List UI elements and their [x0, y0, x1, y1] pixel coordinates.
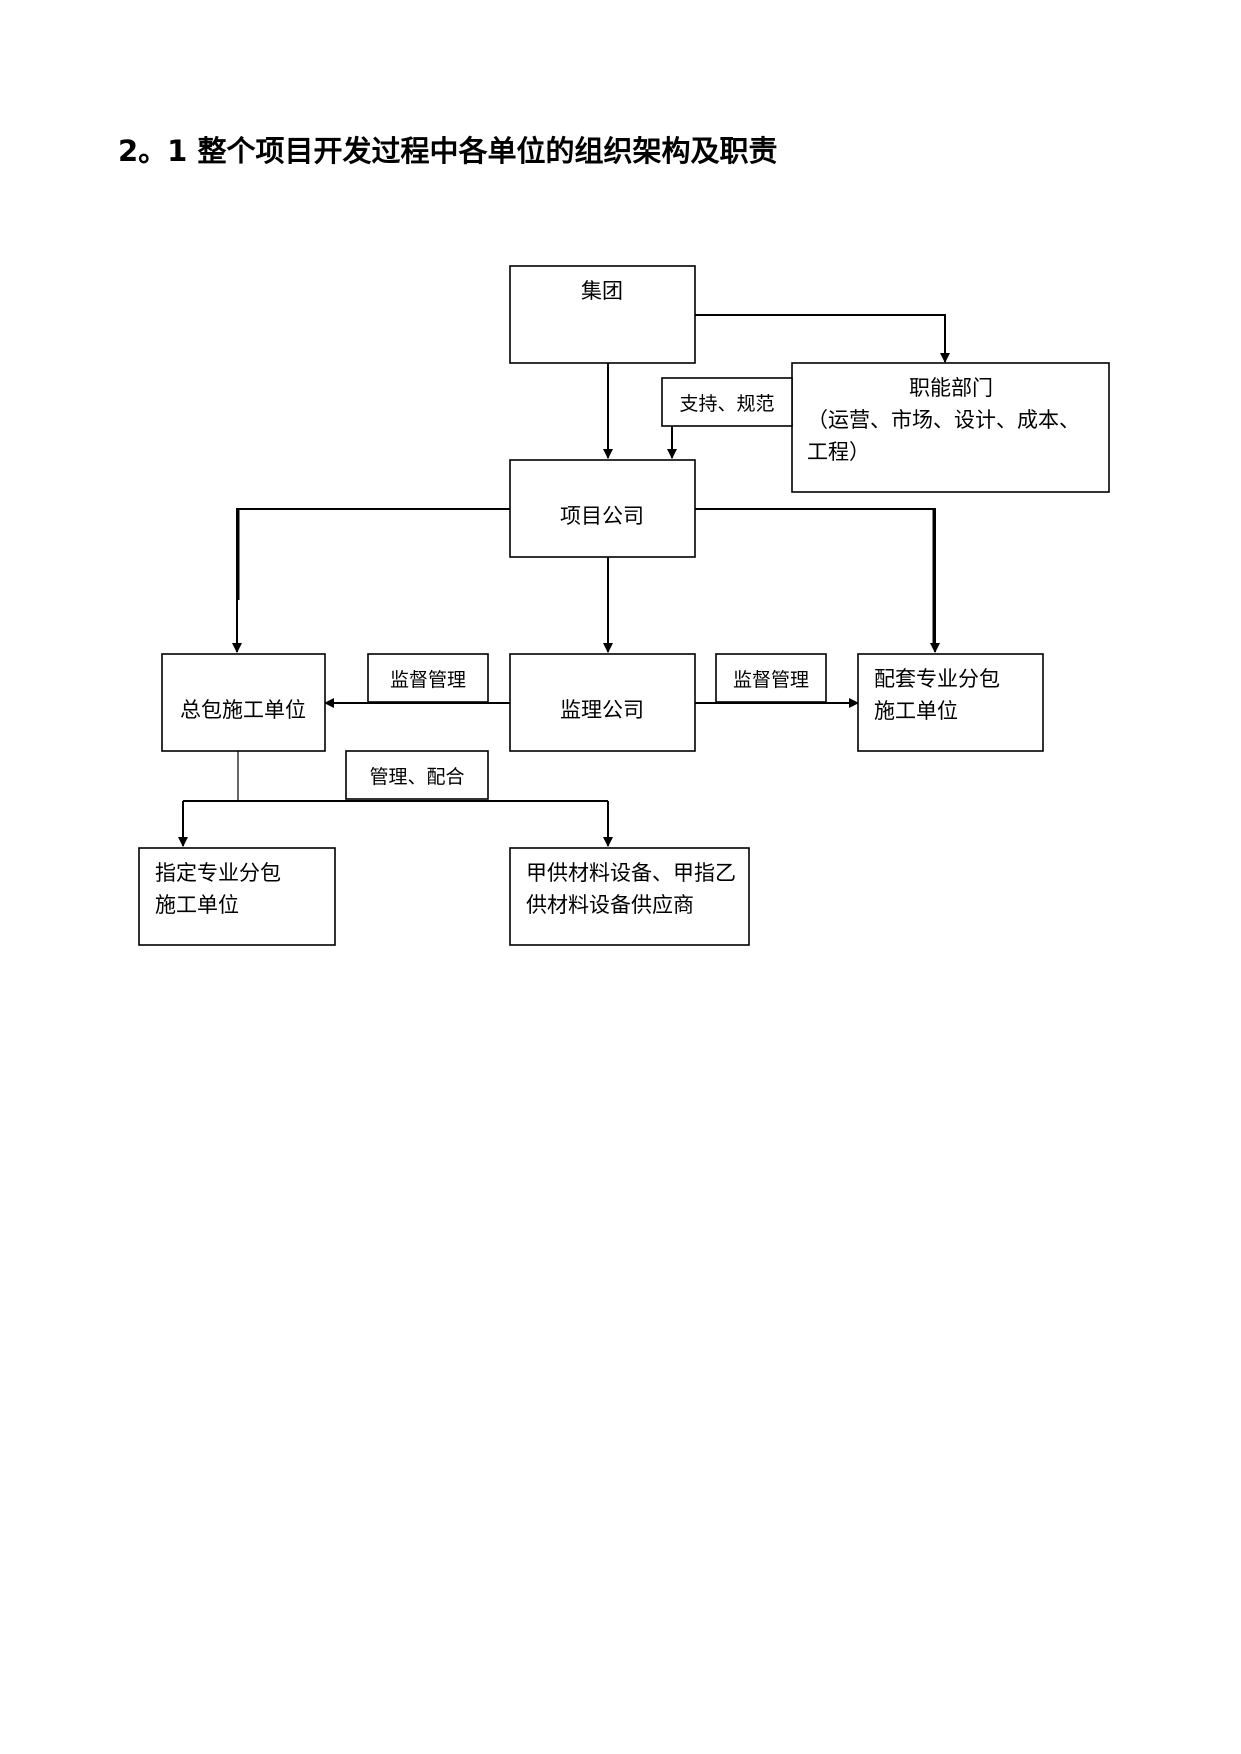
label-box-support [661, 377, 793, 427]
node-supplier-line1: 甲供材料设备、甲指乙 [526, 861, 736, 885]
node-supervision-company: 监理公司 [560, 698, 644, 722]
node-supporting-line1: 配套专业分包 [874, 667, 1000, 691]
page-title: 2。1 整个项目开发过程中各单位的组织架构及职责 [118, 134, 778, 168]
edge-label-supervise-left: 监督管理 [390, 669, 466, 691]
box-supervision-company [509, 653, 696, 752]
box-general-contractor [161, 653, 326, 752]
node-functional-line3: 工程） [807, 440, 870, 464]
box-functional-dept [791, 362, 1110, 493]
box-supplier [509, 847, 750, 946]
edge-label-manage: 管理、配合 [369, 766, 464, 788]
box-group [509, 265, 696, 364]
node-supplier-line2: 供材料设备供应商 [526, 893, 694, 917]
node-functional-line2: （运营、市场、设计、成本、 [807, 408, 1080, 432]
edge-label-support: 支持、规范 [679, 393, 774, 415]
node-project-company: 项目公司 [560, 504, 644, 528]
node-designated-line2: 施工单位 [155, 893, 239, 917]
label-box-supervise-right [715, 653, 827, 703]
box-project-company [509, 459, 696, 558]
arrow-project-to-supporting [695, 508, 940, 653]
node-supporting-line2: 施工单位 [874, 699, 958, 723]
box-designated-subcontractor [138, 847, 336, 946]
arrow-group-to-functional [695, 314, 950, 363]
node-functional-title: 职能部门 [909, 376, 993, 400]
label-box-manage [345, 750, 489, 800]
arrow-project-to-general [232, 508, 510, 653]
box-supporting-subcontractor [857, 653, 1044, 752]
node-group: 集团 [581, 279, 623, 303]
node-general-contractor: 总包施工单位 [180, 698, 306, 722]
edge-label-supervise-right: 监督管理 [733, 669, 809, 691]
label-box-supervise-left [367, 653, 489, 703]
node-designated-line1: 指定专业分包 [155, 861, 281, 885]
